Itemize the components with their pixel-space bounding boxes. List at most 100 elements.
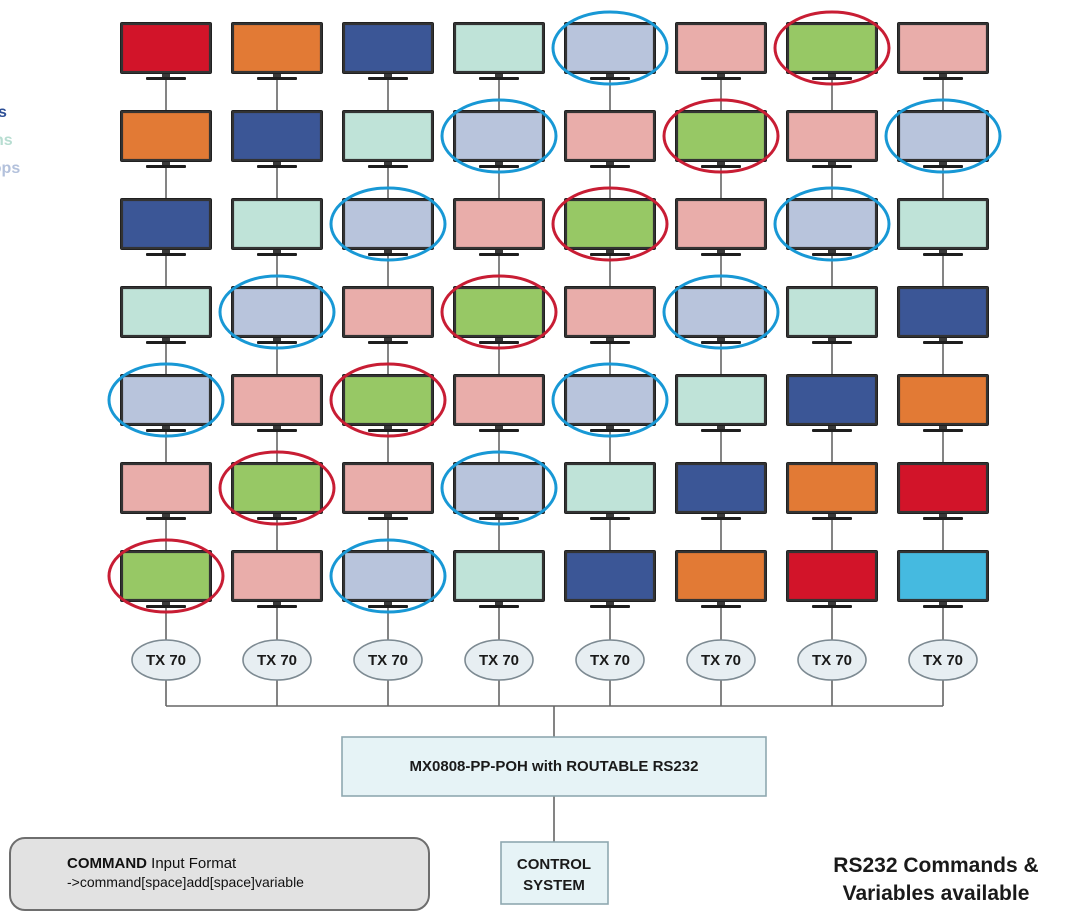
rs232-note-line2: Variables available	[842, 882, 1030, 905]
tv-monitor	[120, 198, 212, 256]
highlight-ring	[329, 186, 447, 262]
tv-screen	[675, 550, 767, 602]
legend-item: ns	[0, 132, 13, 149]
control-system-line2: SYSTEM	[523, 877, 585, 894]
tv-screen	[897, 550, 989, 602]
tv-monitor	[675, 550, 767, 608]
tv-monitor	[231, 198, 323, 256]
highlight-ring	[107, 538, 225, 614]
tv-screen	[120, 198, 212, 250]
tv-monitor	[120, 110, 212, 168]
command-title-rest: Input Format	[147, 855, 237, 872]
transmitter-node: TX 70	[242, 639, 312, 681]
tv-screen	[786, 22, 878, 74]
tv-screen	[786, 198, 878, 250]
tv-monitor	[786, 22, 878, 80]
tv-monitor	[453, 374, 545, 432]
highlight-ring	[440, 274, 558, 350]
tv-screen	[897, 22, 989, 74]
command-keyword: COMMAND	[67, 855, 147, 872]
transmitter-label: TX 70	[368, 652, 408, 669]
tv-screen	[675, 198, 767, 250]
tv-monitor	[342, 374, 434, 432]
tv-monitor	[120, 550, 212, 608]
tv-screen	[675, 286, 767, 338]
highlight-ring	[662, 98, 780, 174]
rs232-note-line1: RS232 Commands &	[833, 854, 1039, 877]
tv-monitor	[897, 462, 989, 520]
tv-monitor	[564, 286, 656, 344]
tv-screen	[453, 198, 545, 250]
tv-screen	[453, 110, 545, 162]
tv-monitor	[564, 22, 656, 80]
tv-screen	[453, 550, 545, 602]
tv-monitor	[786, 374, 878, 432]
highlight-ring	[773, 10, 891, 86]
transmitter-node: TX 70	[131, 639, 201, 681]
tv-monitor	[120, 462, 212, 520]
command-format-text: ->command[space]add[space]variable	[67, 874, 304, 890]
tv-grid	[120, 22, 989, 608]
tv-monitor	[897, 374, 989, 432]
tv-monitor	[897, 22, 989, 80]
matrix-switcher-label: MX0808-PP-POH with ROUTABLE RS232	[410, 758, 699, 775]
tv-screen	[120, 550, 212, 602]
tv-monitor	[453, 462, 545, 520]
tv-monitor	[453, 110, 545, 168]
tv-screen	[897, 286, 989, 338]
tv-monitor	[231, 374, 323, 432]
tv-monitor	[675, 374, 767, 432]
tv-screen	[231, 550, 323, 602]
tv-screen	[453, 22, 545, 74]
tv-monitor	[342, 110, 434, 168]
tv-screen	[786, 286, 878, 338]
tv-screen	[675, 22, 767, 74]
tv-screen	[231, 22, 323, 74]
rs232-note: RS232 Commands & Variables available	[796, 852, 1076, 908]
matrix-switcher-box: MX0808-PP-POH with ROUTABLE RS232	[341, 736, 767, 797]
tv-monitor	[786, 286, 878, 344]
highlight-ring	[107, 362, 225, 438]
highlight-ring	[884, 98, 1002, 174]
transmitter-label: TX 70	[257, 652, 297, 669]
tv-monitor	[564, 110, 656, 168]
control-system-line1: CONTROL	[517, 856, 591, 873]
tv-screen	[564, 110, 656, 162]
tv-screen	[786, 462, 878, 514]
tv-screen	[564, 550, 656, 602]
tv-monitor	[231, 462, 323, 520]
tv-monitor	[786, 462, 878, 520]
tv-screen	[897, 110, 989, 162]
tv-screen	[231, 286, 323, 338]
control-system-box: CONTROL SYSTEM	[500, 841, 609, 905]
tv-screen	[120, 110, 212, 162]
tv-screen	[897, 462, 989, 514]
transmitter-label: TX 70	[146, 652, 186, 669]
highlight-ring	[440, 450, 558, 526]
tv-screen	[786, 550, 878, 602]
tv-screen	[675, 110, 767, 162]
transmitter-label: TX 70	[701, 652, 741, 669]
tv-monitor	[231, 286, 323, 344]
tv-screen	[120, 462, 212, 514]
tv-screen	[453, 462, 545, 514]
tv-monitor	[453, 550, 545, 608]
tv-screen	[342, 462, 434, 514]
highlight-rings	[107, 10, 1002, 614]
tv-screen	[231, 374, 323, 426]
tv-monitor	[786, 110, 878, 168]
highlight-ring	[329, 362, 447, 438]
tv-monitor	[675, 286, 767, 344]
tv-monitor	[453, 198, 545, 256]
tv-screen	[342, 286, 434, 338]
highlight-ring	[440, 98, 558, 174]
tv-monitor	[564, 374, 656, 432]
tv-screen	[120, 374, 212, 426]
tv-screen	[342, 198, 434, 250]
tv-screen	[564, 462, 656, 514]
tv-screen	[231, 462, 323, 514]
tv-screen	[342, 374, 434, 426]
highlight-ring	[329, 538, 447, 614]
